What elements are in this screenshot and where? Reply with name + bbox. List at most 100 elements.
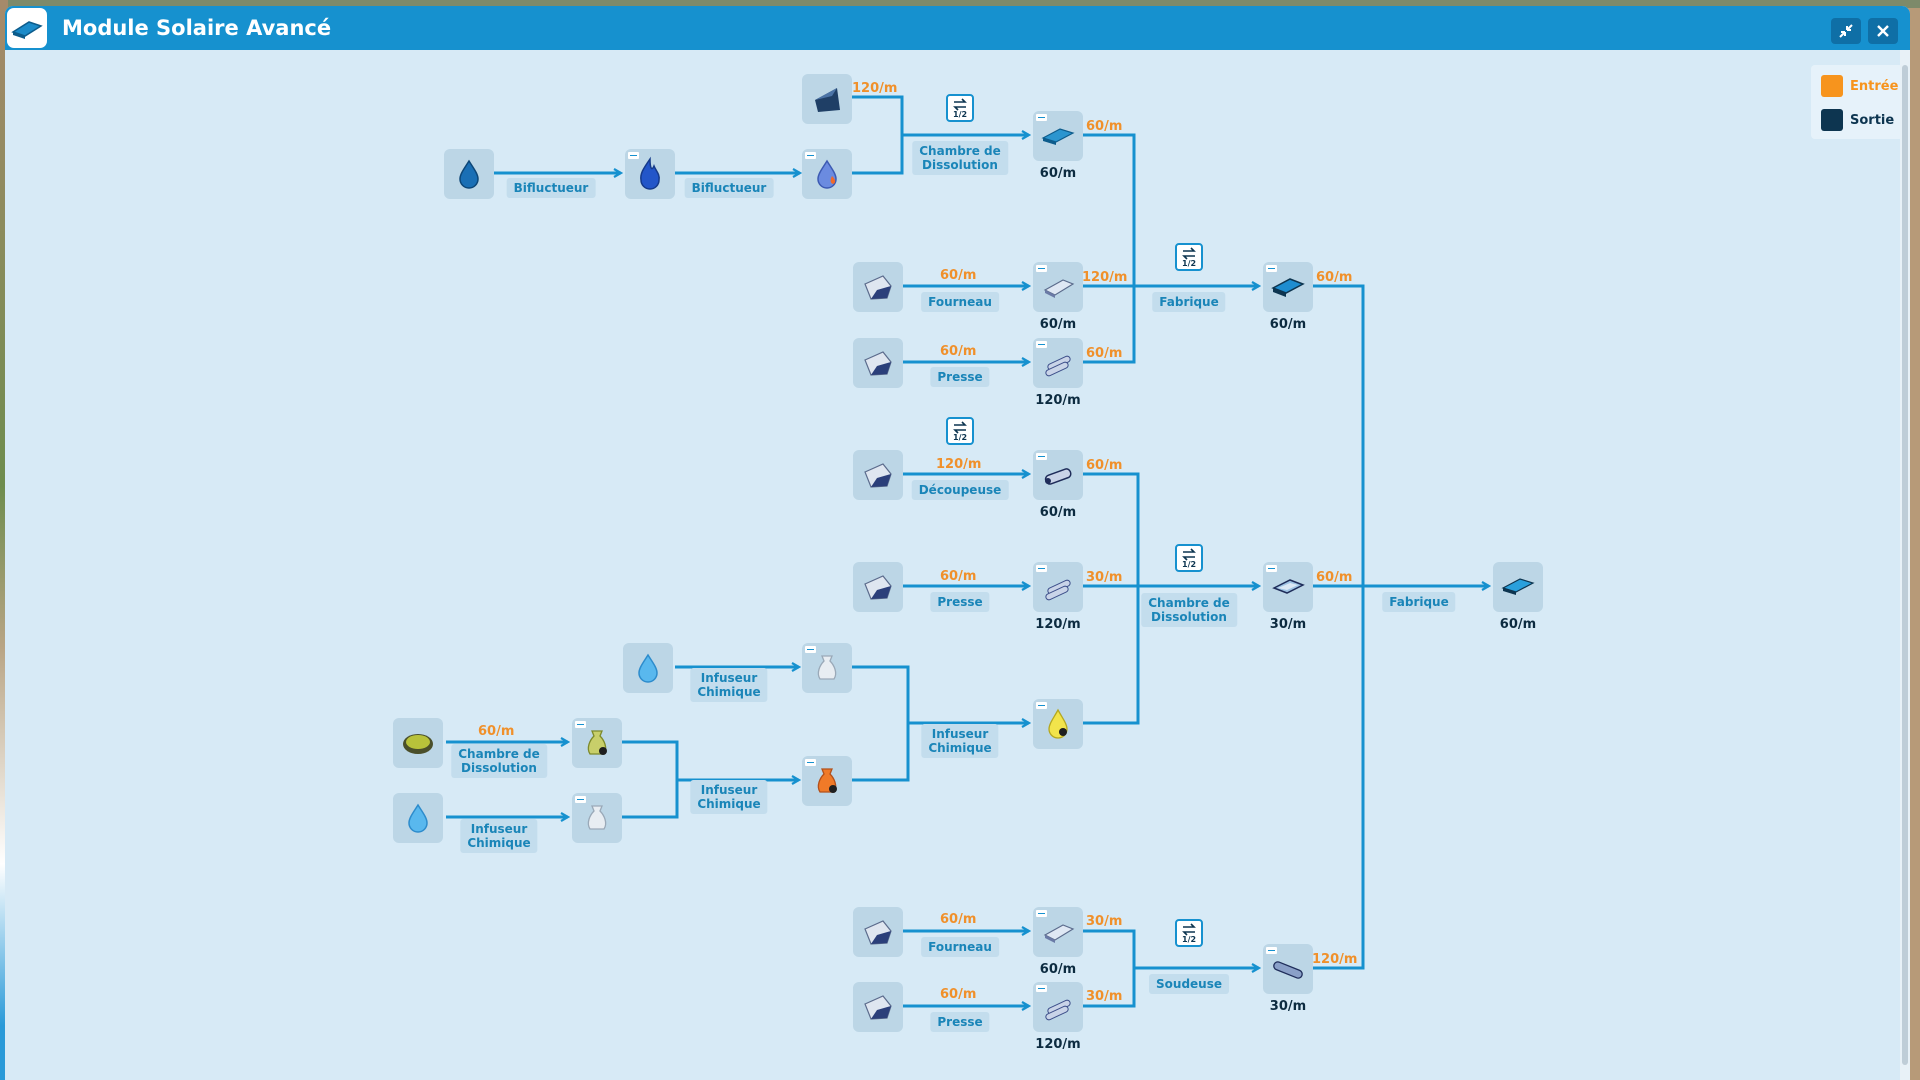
item-node-bar-2[interactable] xyxy=(1033,262,1083,312)
item-node-metal-frame[interactable] xyxy=(1263,562,1313,612)
background-scene xyxy=(0,0,1920,8)
collapse-node-icon[interactable] xyxy=(1266,265,1277,272)
item-node-bar-6[interactable] xyxy=(1033,907,1083,957)
close-icon xyxy=(1877,25,1889,37)
yellow-hazard-drop-icon xyxy=(1048,708,1068,739)
collapse-node-icon[interactable] xyxy=(805,759,816,766)
dark-ingot-icon xyxy=(815,88,840,112)
item-node-white-sack-2[interactable] xyxy=(572,793,622,843)
machine-label: Fourneau xyxy=(921,937,999,957)
collapse-node-icon[interactable] xyxy=(575,721,586,728)
metal-rods-icon xyxy=(1045,579,1071,601)
collapse-node-icon[interactable] xyxy=(1036,114,1047,121)
splitter-badge[interactable]: 1/2 xyxy=(1175,243,1203,271)
item-node-blue-fire-water[interactable] xyxy=(625,149,675,199)
legend-output-label: Sortie xyxy=(1850,112,1895,128)
production-graph xyxy=(446,95,1910,1080)
item-node-tube-4[interactable] xyxy=(1033,450,1083,500)
item-node-water-1[interactable] xyxy=(444,149,494,199)
flow-rate: 60/m xyxy=(1086,119,1123,134)
collapse-node-icon[interactable] xyxy=(1036,910,1047,917)
flow-rate: 120/m xyxy=(936,457,982,472)
collapse-node-icon[interactable] xyxy=(1036,985,1047,992)
splitter-badge[interactable]: 1/2 xyxy=(946,417,974,445)
minimize-button[interactable] xyxy=(1831,18,1861,44)
item-node-water-3[interactable] xyxy=(393,793,443,843)
collapse-node-icon[interactable] xyxy=(1036,341,1047,348)
legend: Entrée Sortie xyxy=(1811,65,1903,139)
collapse-node-icon[interactable] xyxy=(1036,265,1047,272)
item-node-green-rock[interactable] xyxy=(393,718,443,768)
green-hazard-sack-icon xyxy=(587,730,607,755)
flow-rate: 60/m xyxy=(1086,346,1123,361)
item-node-ore-2[interactable] xyxy=(853,262,903,312)
water-drop-dark-icon xyxy=(459,159,479,189)
item-node-pipe[interactable] xyxy=(1263,944,1313,994)
item-node-green-sack[interactable] xyxy=(572,718,622,768)
item-rate: 60/m xyxy=(1039,962,1077,977)
item-rate: 60/m xyxy=(1499,617,1537,632)
flow-rate: 60/m xyxy=(940,569,977,584)
item-rate: 30/m xyxy=(1269,999,1307,1014)
item-node-orange-sack[interactable] xyxy=(802,756,852,806)
item-node-glass-sheet[interactable] xyxy=(1033,111,1083,161)
output-swatch xyxy=(1821,109,1843,131)
flow-rate: 30/m xyxy=(1086,989,1123,1004)
item-node-ore-6[interactable] xyxy=(853,907,903,957)
flow-rate: 60/m xyxy=(940,344,977,359)
splitter-badge[interactable]: 1/2 xyxy=(1175,544,1203,572)
white-sack-icon xyxy=(587,805,607,830)
solar-module-icon xyxy=(1501,578,1535,595)
metal-frame-icon xyxy=(1272,579,1305,594)
item-node-ore-4[interactable] xyxy=(853,450,903,500)
collapse-node-icon[interactable] xyxy=(628,152,639,159)
item-node-rod-3[interactable] xyxy=(1033,338,1083,388)
collapse-node-icon[interactable] xyxy=(1036,565,1047,572)
item-node-blue-plate[interactable] xyxy=(1263,262,1313,312)
splitter-badge[interactable]: 1/2 xyxy=(1175,919,1203,947)
item-node-water-2[interactable] xyxy=(623,643,673,693)
flow-rate: 120/m xyxy=(1082,270,1128,285)
close-button[interactable] xyxy=(1868,18,1898,44)
item-node-ore-7[interactable] xyxy=(853,982,903,1032)
collapse-node-icon[interactable] xyxy=(805,646,816,653)
item-node-rod-5[interactable] xyxy=(1033,562,1083,612)
item-node-dark-ingot-top[interactable] xyxy=(802,74,852,124)
scrollbar-thumb[interactable] xyxy=(1902,65,1908,1065)
item-node-fire-water[interactable] xyxy=(802,149,852,199)
machine-label: Soudeuse xyxy=(1149,974,1229,994)
item-rate: 120/m xyxy=(1035,393,1081,408)
flow-rate: 30/m xyxy=(1086,914,1123,929)
flow-rate: 60/m xyxy=(1086,458,1123,473)
flow-rate: 120/m xyxy=(1312,952,1358,967)
collapse-node-icon[interactable] xyxy=(805,152,816,159)
collapse-node-icon[interactable] xyxy=(575,796,586,803)
flow-rate: 60/m xyxy=(940,987,977,1002)
vertical-scrollbar[interactable] xyxy=(1900,50,1910,1080)
machine-label: Presse xyxy=(930,367,990,387)
item-node-yellow-drop[interactable] xyxy=(1033,699,1083,749)
flow-rate: 60/m xyxy=(940,268,977,283)
metal-ore-icon xyxy=(864,275,892,300)
machine-label: Bifluctueur xyxy=(684,178,774,198)
item-node-rod-7[interactable] xyxy=(1033,982,1083,1032)
legend-input: Entrée xyxy=(1821,75,1898,97)
collapse-node-icon[interactable] xyxy=(1036,702,1047,709)
fire-drop-icon xyxy=(817,159,837,189)
collapse-node-icon[interactable] xyxy=(1266,565,1277,572)
item-node-white-sack-1[interactable] xyxy=(802,643,852,693)
green-rock-icon xyxy=(403,734,433,754)
flow-rate: 60/m xyxy=(940,912,977,927)
item-node-ore-5[interactable] xyxy=(853,562,903,612)
collapse-node-icon[interactable] xyxy=(1266,947,1277,954)
metal-ore-icon xyxy=(864,575,892,600)
water-drop-icon xyxy=(408,803,428,833)
splitter-badge[interactable]: 1/2 xyxy=(946,94,974,122)
item-node-ore-3[interactable] xyxy=(853,338,903,388)
collapse-node-icon[interactable] xyxy=(1036,453,1047,460)
item-node-solar-module[interactable] xyxy=(1493,562,1543,612)
